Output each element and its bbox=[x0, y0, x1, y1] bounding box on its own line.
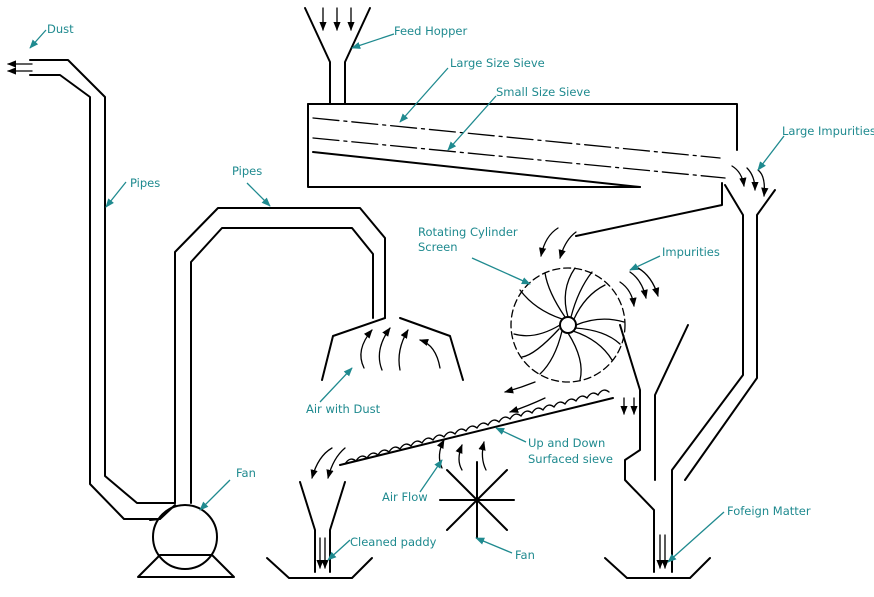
impurities-label: Impurities bbox=[662, 245, 720, 259]
feed-hopper-label: Feed Hopper bbox=[394, 24, 468, 38]
foreign-matter-label: Fofeign Matter bbox=[727, 504, 811, 518]
dust-hood bbox=[321, 317, 464, 381]
leader-lines bbox=[29, 29, 785, 563]
pipes-top bbox=[174, 207, 386, 504]
up-and-down-label-line2: Surfaced sieve bbox=[528, 452, 613, 466]
impurities-chute bbox=[619, 324, 689, 573]
pipes-left bbox=[7, 59, 176, 520]
fan-bottom-label: Fan bbox=[515, 548, 535, 562]
sieve-box bbox=[307, 103, 738, 237]
large-impurities-chute bbox=[671, 165, 776, 573]
left-fan bbox=[137, 504, 235, 578]
pipes-left-label: Pipes bbox=[130, 176, 161, 190]
cleaned-paddy-chute bbox=[299, 447, 346, 573]
pipes-top-label: Pipes bbox=[232, 164, 263, 178]
dust-label: Dust bbox=[47, 22, 74, 36]
rotating-cylinder-label-line1: Rotating Cylinder bbox=[418, 225, 518, 239]
bottom-fan bbox=[439, 461, 515, 539]
feed-hopper bbox=[304, 7, 371, 105]
fan-left-label: Fan bbox=[236, 466, 256, 480]
cleaned-paddy-label: Cleaned paddy bbox=[350, 535, 437, 549]
air-flow-label: Air Flow bbox=[382, 490, 428, 504]
large-impurities-label: Large Impurities bbox=[782, 124, 874, 138]
large-size-sieve-label: Large Size Sieve bbox=[450, 56, 545, 70]
air-with-dust-label: Air with Dust bbox=[306, 402, 381, 416]
up-and-down-label-line1: Up and Down bbox=[528, 436, 606, 450]
cleaned-paddy-collector bbox=[266, 557, 373, 579]
rotating-cylinder-label-line2: Screen bbox=[418, 240, 458, 254]
cylinder-flow-arrows bbox=[504, 227, 660, 413]
up-and-down-sieve bbox=[339, 389, 614, 466]
air-flow-arrows bbox=[436, 439, 487, 471]
foreign-matter-collector bbox=[604, 557, 711, 579]
rotating-cylinder-screen bbox=[510, 267, 626, 383]
small-size-sieve-label: Small Size Sieve bbox=[496, 85, 591, 99]
